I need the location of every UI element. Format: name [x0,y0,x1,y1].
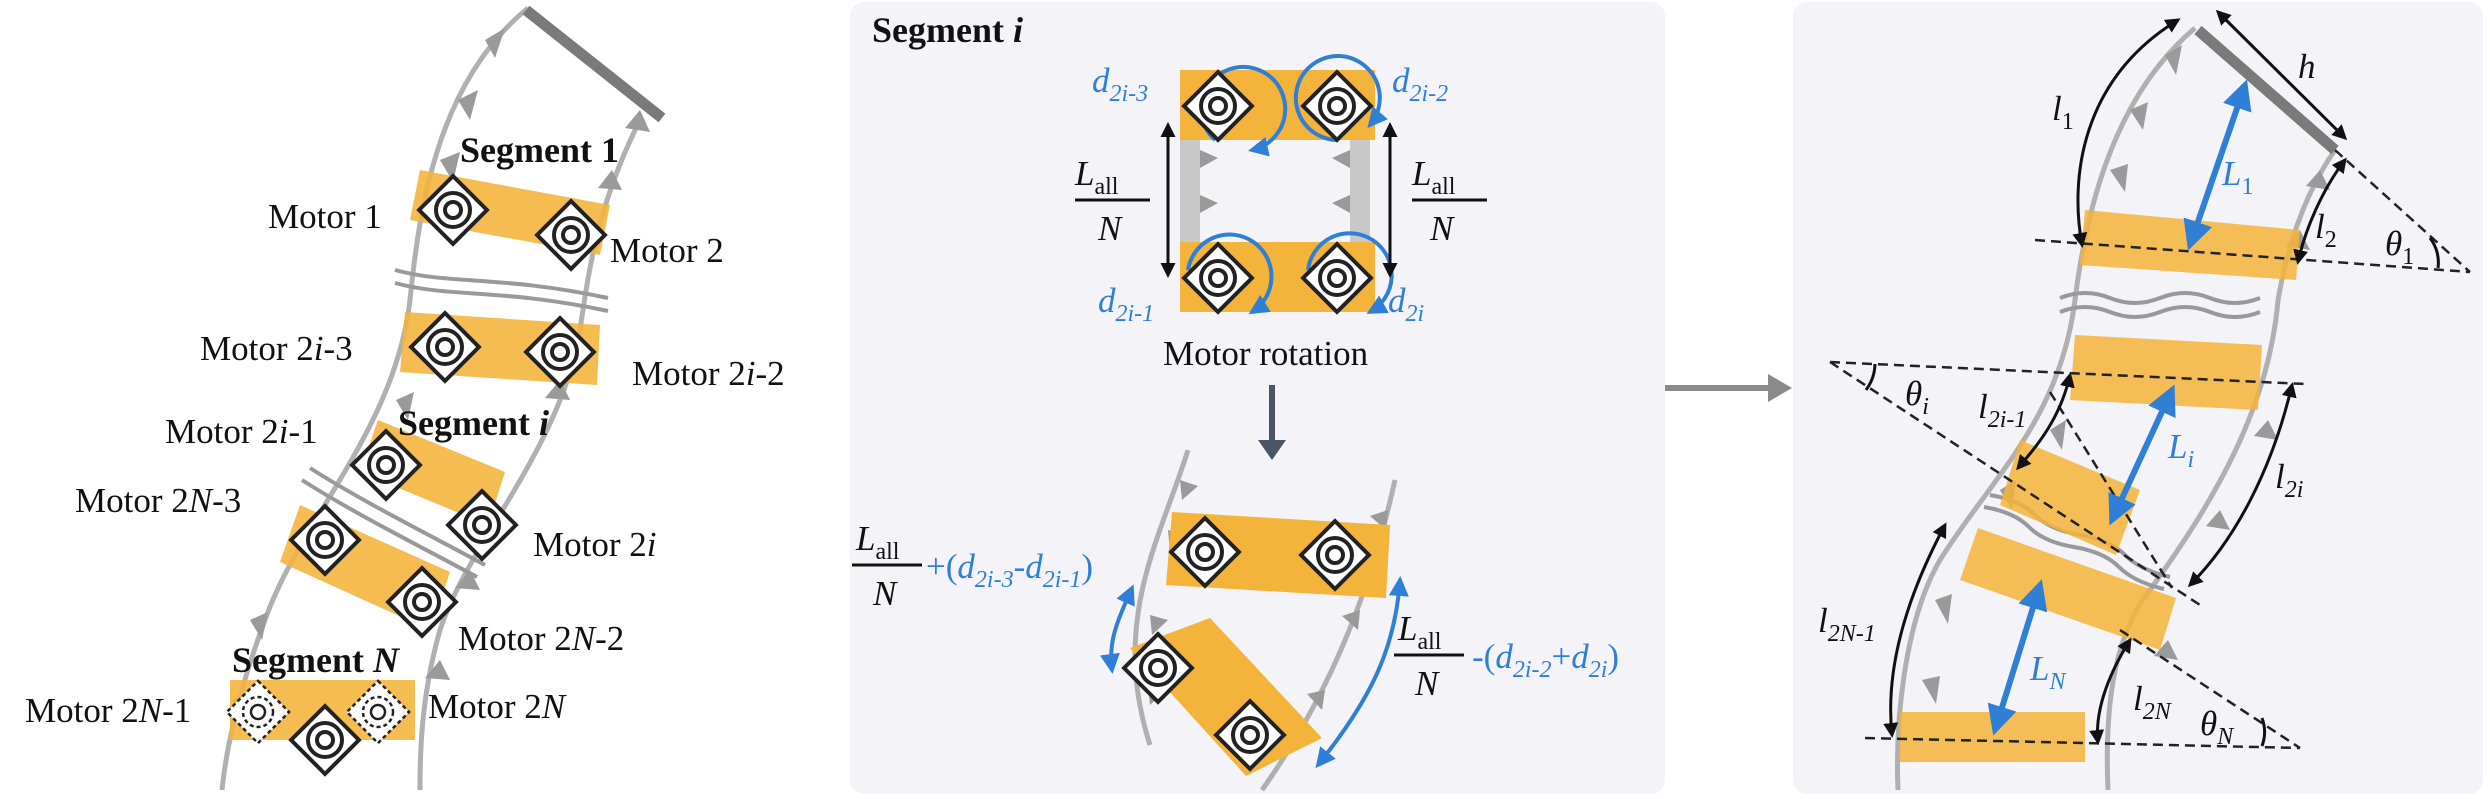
segment-n-label: Segment N [232,640,401,680]
thetaN-label: θN [2200,704,2235,750]
d-2i-label: d2i [1388,281,1424,327]
left-end-plate [522,5,666,123]
eq-right-sum: -(d2i-2+d2i) [1472,637,1619,683]
motor-2i-3-label: Motor 2i-3 [200,329,353,368]
l2i-1-label: l2i-1 [1978,387,2026,433]
eq-right-n: N [1414,664,1440,703]
LN-label: LN [2029,649,2067,695]
eq-left-lall: Lall [855,519,900,565]
motor-2n-label: Motor 2N [428,687,567,726]
down-arrow-icon [1258,440,1286,460]
r-plate-n [1900,712,2085,762]
motor-2i-label: Motor 2i [533,525,656,564]
theta1-label: θ1 [2385,224,2414,270]
segment-1-label: Segment 1 [460,130,619,170]
right-geometry: h l1 l2 θ1 L1 θi l2i-1 l2i Li l2N-1 l2N … [1818,9,2471,791]
l2i-label: l2i [2275,457,2303,503]
l-all-right-den: N [1429,209,1455,248]
segment-i-title: Segment i [872,10,1023,50]
l-all-right-num: Lall [1411,154,1456,200]
d-2i-2-label: d2i-2 [1392,61,1448,107]
motor-2i-1-label: Motor 2i-1 [165,412,318,451]
motor-2n-3-label: Motor 2N-3 [75,481,241,520]
motor-2n-1-label: Motor 2N-1 [25,691,191,730]
left-robot: Segment 1 Segment i Segment N Motor 1 Mo… [25,5,785,791]
l-all-left-num: Lall [1074,154,1119,200]
Li-label: Li [2167,427,2194,473]
r-plate-4 [1960,528,2176,650]
motor-1-label: Motor 1 [268,197,382,236]
l-all-left-den: N [1097,209,1123,248]
transition-arrow-icon [1768,374,1792,402]
motor-rotation-label: Motor rotation [1163,334,1368,373]
segment-i-label: Segment i [398,403,549,443]
l2n-label: l2N [2133,679,2173,725]
middle-segment-detail: Segment i d2i-3 d2i-2 d2i-1 d2i Lall N L [852,10,1619,792]
thetai-label: θi [1905,374,1929,420]
motor-2i-2-label: Motor 2i-2 [632,354,785,393]
l1-label: l1 [2052,89,2074,135]
eq-left-n: N [872,574,898,613]
eq-left-diff: +(d2i-3-d2i-1) [926,547,1093,593]
motor-2n-2-label: Motor 2N-2 [458,619,624,658]
d-2i-3-label: d2i-3 [1092,61,1148,107]
L1-label: L1 [2221,154,2253,200]
l2-label: l2 [2315,207,2337,253]
l2n-1-label: l2N-1 [1818,601,1876,647]
d-2i-1-label: d2i-1 [1098,281,1154,327]
h-label: h [2298,47,2316,86]
motor-2-label: Motor 2 [610,231,724,270]
eq-right-lall: Lall [1397,609,1442,655]
